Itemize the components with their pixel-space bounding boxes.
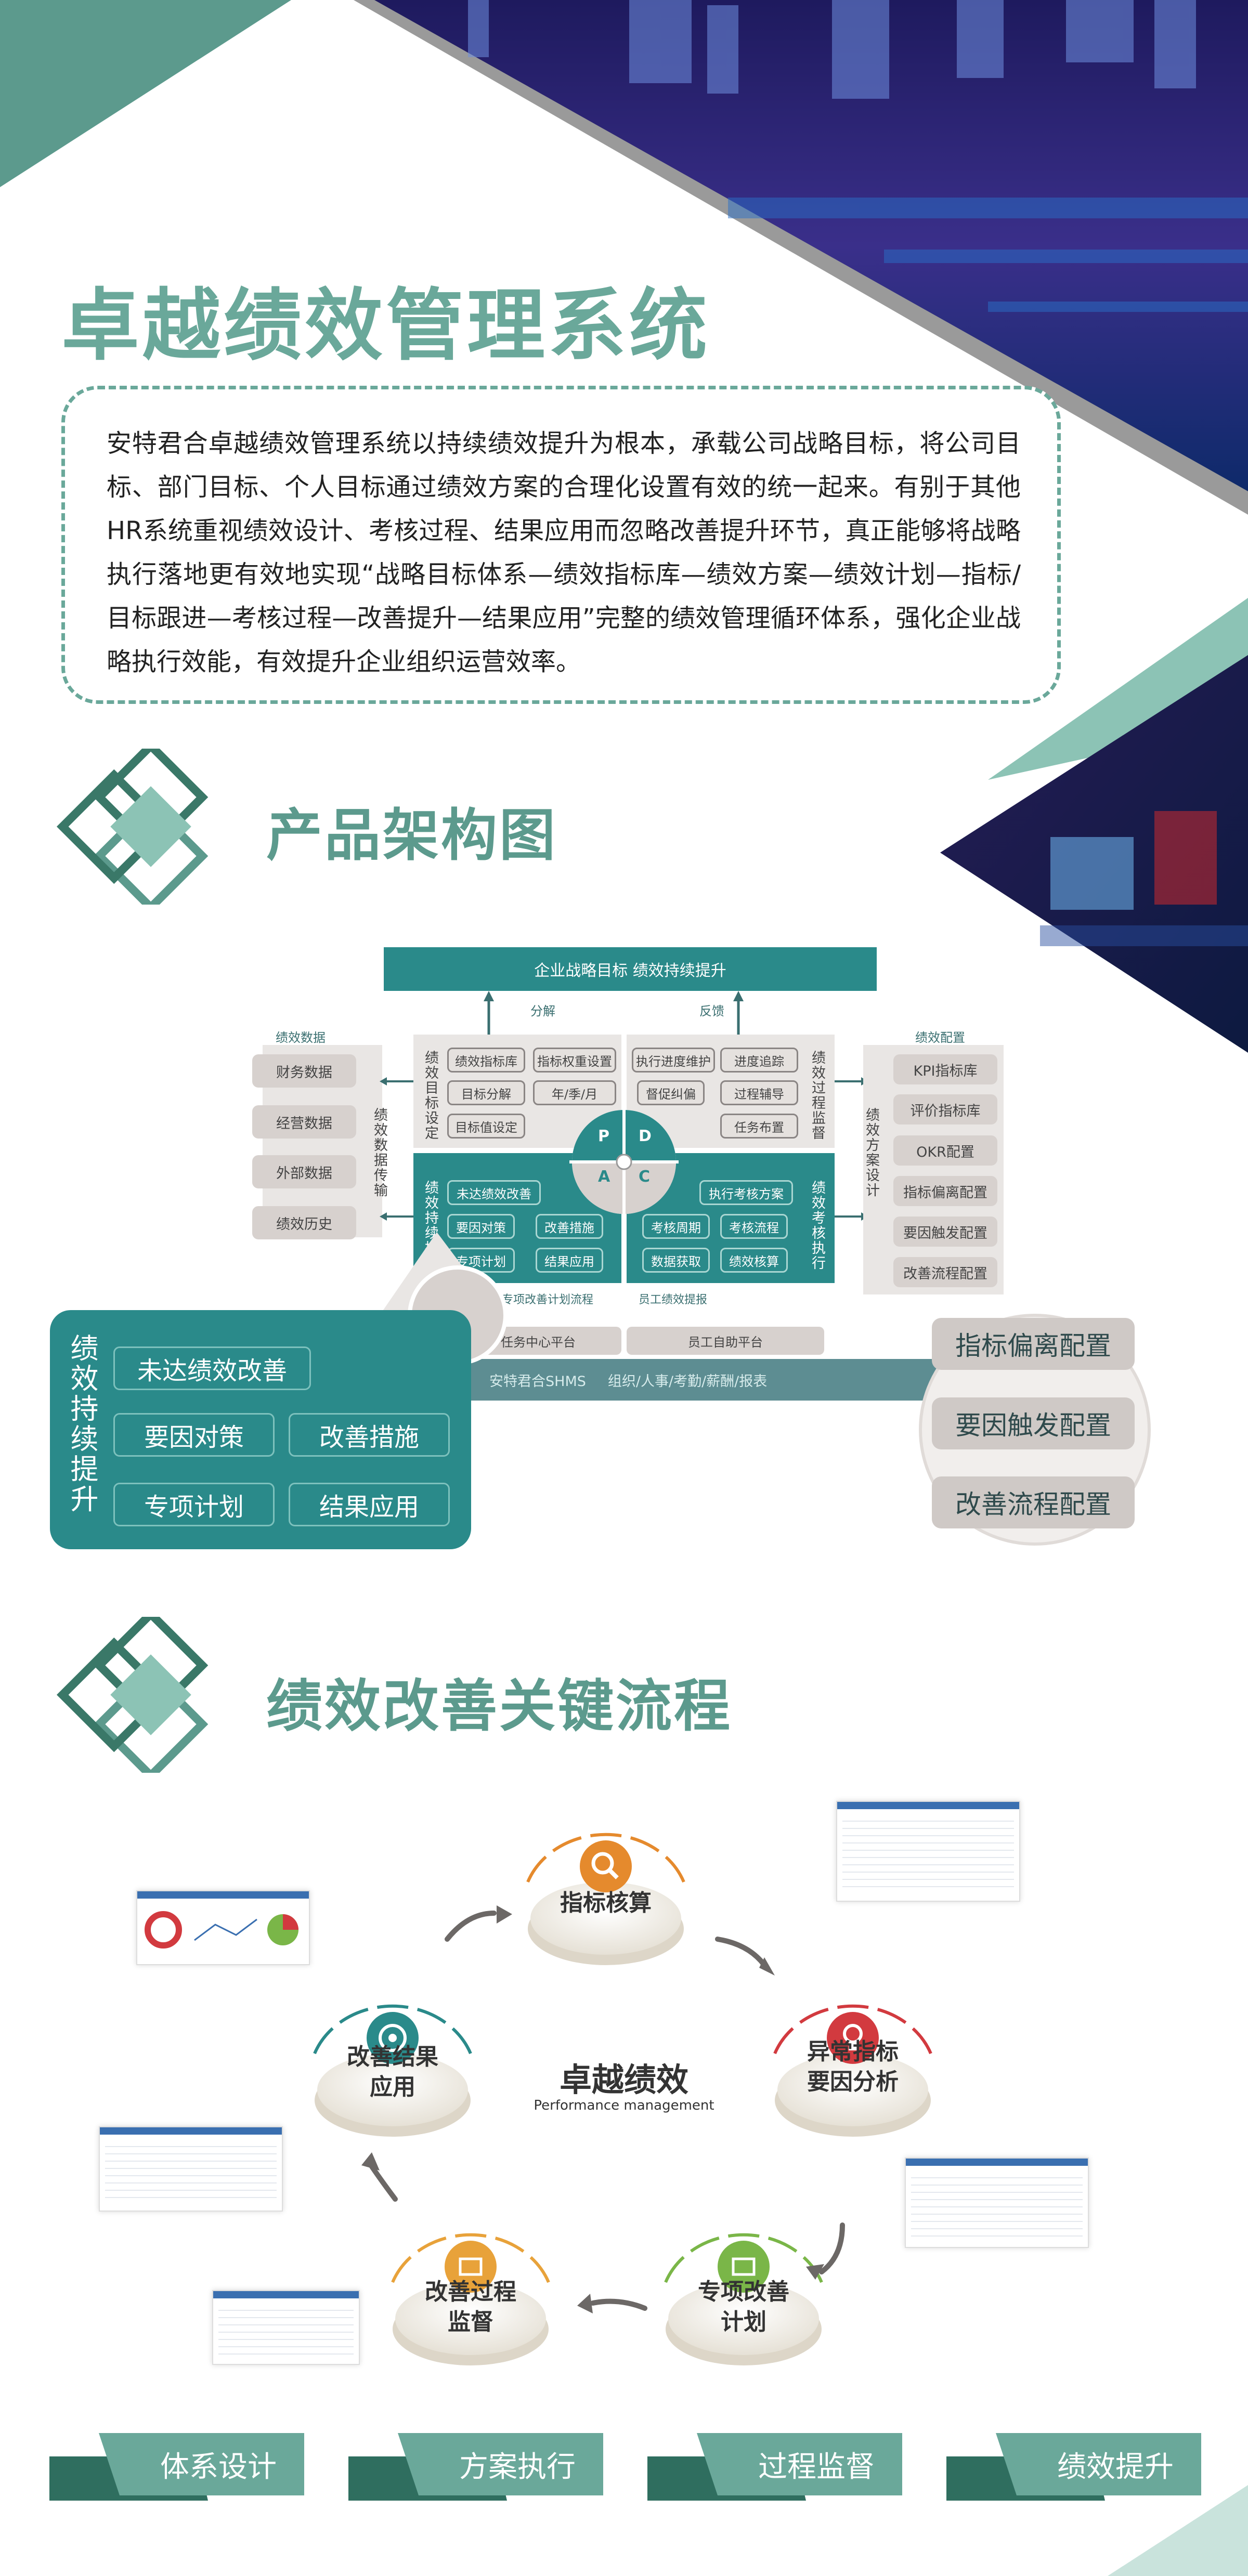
- q1-item: 年/季/月: [533, 1080, 616, 1105]
- pdca-d: D: [639, 1127, 652, 1145]
- zoom-item: 指标偏离配置: [932, 1318, 1135, 1370]
- footer-performance-improve-button[interactable]: 绩效提升: [1057, 2450, 1174, 2484]
- q1-label: 绩效目标设定: [422, 1050, 438, 1141]
- q4-item: 绩效核算: [720, 1248, 788, 1273]
- pdca-a: A: [598, 1168, 610, 1186]
- q1-item: 绩效指标库: [447, 1048, 525, 1073]
- thumbnail-dashboard: [136, 1890, 310, 1965]
- q2-item: 过程辅导: [720, 1080, 798, 1105]
- platform-self-service: 员工自助平台: [627, 1327, 824, 1355]
- q4-label: 绩效考核执行: [809, 1180, 825, 1271]
- q1-item: 目标值设定: [447, 1114, 525, 1139]
- label-decompose: 分解: [530, 1004, 555, 1018]
- label-feedback: 反馈: [699, 1004, 724, 1018]
- right-config-panel: [863, 1045, 1004, 1294]
- q3-item: 结果应用: [536, 1248, 603, 1273]
- q4-item: 执行考核方案: [699, 1180, 793, 1205]
- page-title: 卓越绩效管理系统: [61, 281, 711, 371]
- left-item: 绩效历史: [252, 1206, 356, 1239]
- footer-button-shapes: [49, 2433, 1201, 2501]
- q4-item: 考核流程: [720, 1214, 788, 1239]
- q4-item: 考核周期: [642, 1214, 710, 1239]
- pdca-c: C: [639, 1168, 651, 1186]
- base-system-modules: 组织/人事/考勤/薪酬/报表: [607, 1373, 768, 1390]
- pdca-p: P: [598, 1127, 609, 1145]
- right-item: 改善流程配置: [893, 1257, 997, 1287]
- pdca-wheel-icon: [569, 1107, 679, 1217]
- left-item: 财务数据: [252, 1054, 356, 1088]
- diamond-logo-icon: [56, 1617, 209, 1773]
- base-system-name: 安特君合SHMS: [489, 1373, 586, 1390]
- q2-item: 执行进度维护: [632, 1048, 715, 1073]
- process-step-indicator-calculation: 指标核算: [560, 1890, 652, 1916]
- note-special-plan: 专项改善计划流程: [502, 1293, 594, 1306]
- diamond-logo-icon: [56, 749, 209, 905]
- thumbnail-table: [905, 2157, 1089, 2248]
- right-item: OKR配置: [893, 1135, 997, 1166]
- right-vertical-label: 绩效方案设计: [863, 1107, 879, 1198]
- left-item: 外部数据: [252, 1155, 356, 1188]
- center-subtitle: Performance management: [534, 2098, 714, 2113]
- right-item: 评价指标库: [893, 1094, 997, 1124]
- center-title: 卓越绩效: [559, 2061, 688, 2099]
- q3-item: 未达绩效改善: [447, 1180, 541, 1205]
- process-step-root-cause: 异常指标 要因分析: [807, 2038, 899, 2095]
- q2-item: 督促纠偏: [637, 1080, 705, 1105]
- thumbnail-table: [99, 2126, 283, 2212]
- zoom-item: 改善流程配置: [932, 1476, 1135, 1528]
- callout-item: 未达绩效改善: [113, 1346, 311, 1390]
- callout-item: 要因对策: [113, 1413, 275, 1457]
- section-title-process: 绩效改善关键流程: [266, 1674, 733, 1739]
- q3-item: 改善措施: [536, 1214, 603, 1239]
- right-item: 要因触发配置: [893, 1217, 997, 1247]
- callout-item: 改善措施: [289, 1413, 450, 1457]
- q2-label: 绩效过程监督: [809, 1050, 825, 1141]
- arch-top-bar: 企业战略目标 绩效持续提升: [384, 947, 877, 991]
- note-employee-report: 员工绩效提报: [639, 1293, 708, 1306]
- q1-item: 目标分解: [447, 1080, 525, 1105]
- left-item: 经营数据: [252, 1105, 356, 1139]
- left-vertical-label: 绩效数据传输: [371, 1107, 387, 1198]
- right-item: 指标偏离配置: [893, 1176, 997, 1206]
- q1-item: 指标权重设置: [533, 1048, 616, 1073]
- left-group-title: 绩效数据: [276, 1030, 326, 1045]
- arrows-left-icon: [380, 1077, 413, 1221]
- right-item: KPI指标库: [893, 1054, 997, 1084]
- process-step-supervision: 改善过程 监督: [425, 2279, 516, 2335]
- thumbnail-table: [836, 1801, 1020, 1902]
- q4-item: 数据获取: [642, 1248, 710, 1273]
- callout-continuous-improvement: [50, 1310, 471, 1549]
- q2-item: 进度追踪: [720, 1048, 798, 1073]
- process-step-result-application: 改善结果 应用: [347, 2044, 438, 2100]
- callout-item: 专项计划: [113, 1483, 275, 1526]
- right-group-title: 绩效配置: [915, 1030, 965, 1045]
- callout-vertical-label: 绩效持续提升: [66, 1333, 98, 1514]
- intro-text: 安特君合卓越绩效管理系统以持续绩效提升为根本，承载公司战略目标，将公司目标、部门…: [107, 429, 1021, 676]
- section-title-architecture: 产品架构图: [266, 803, 558, 868]
- process-step-special-plan: 专项改善 计划: [698, 2279, 789, 2335]
- footer-system-design-button[interactable]: 体系设计: [160, 2450, 277, 2484]
- thumbnail-table: [212, 2290, 360, 2365]
- q2-item: 任务布置: [720, 1114, 798, 1139]
- footer-plan-execution-button[interactable]: 方案执行: [459, 2450, 576, 2484]
- zoom-item: 要因触发配置: [932, 1397, 1135, 1449]
- process-cycle-diagram: [313, 1833, 932, 2365]
- callout-item: 结果应用: [289, 1483, 450, 1526]
- intro-box: 安特君合卓越绩效管理系统以持续绩效提升为根本，承载公司战略目标，将公司目标、部门…: [61, 386, 1061, 704]
- q3-item: 要因对策: [447, 1214, 515, 1239]
- footer-process-supervision-button[interactable]: 过程监督: [758, 2450, 875, 2484]
